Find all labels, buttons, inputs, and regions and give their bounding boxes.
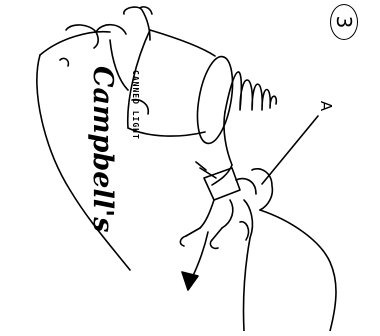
coil-spring [224, 72, 276, 165]
right-hand [236, 169, 336, 331]
soup-can [128, 30, 239, 146]
callout-label: A [317, 98, 335, 114]
direction-arrow [182, 232, 208, 290]
can-brand-label: Campbell's [88, 66, 118, 216]
power-plug [180, 162, 240, 248]
step-number-badge: 3 [330, 4, 358, 40]
callout-leader-line [262, 116, 318, 184]
step-number: 3 [326, 8, 362, 36]
can-product-label: CANNED LIGHT [128, 70, 140, 190]
